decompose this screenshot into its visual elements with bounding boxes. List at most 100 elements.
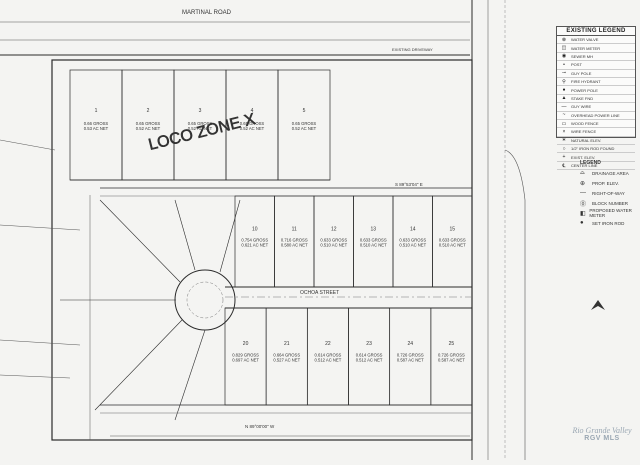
lot-number: 21 xyxy=(284,341,290,347)
lot-number: 4 xyxy=(251,108,254,114)
legend-label: FIRE HYDRANT xyxy=(571,79,601,85)
legend-existing-row: + EXIST. ELEV. xyxy=(557,153,635,162)
lot-number: 2 xyxy=(147,108,150,114)
lot-number: 24 xyxy=(407,341,413,347)
legend-symbol-icon: ▭ xyxy=(561,120,567,127)
lot-net: 0.52 AC NET xyxy=(240,126,265,131)
legend-existing-row: ○ 1/2" IRON ROD FOUND xyxy=(557,145,635,154)
radial-lot-lines xyxy=(60,199,241,421)
lot-net: 0.527 AC NET xyxy=(273,358,300,363)
lot-number: 3 xyxy=(199,108,202,114)
lot-gross: 0.726 GROSS xyxy=(438,353,465,358)
lot-gross: 0.614 GROSS xyxy=(356,353,383,358)
lot-gross: 0.633 GROSS xyxy=(320,238,347,243)
legend-proposed-row: — RIGHT-OF-WAY xyxy=(580,188,636,198)
legend-existing-row: ⊗WATER VALVE xyxy=(557,36,635,45)
lot-net: 0.587 AC NET xyxy=(397,358,424,363)
lot-number: 12 xyxy=(331,227,337,233)
north-arrow xyxy=(591,300,605,310)
lot-number: 10 xyxy=(252,227,258,233)
lot-net: 0.587 AC NET xyxy=(438,358,465,363)
legend-existing-row: ▭ WOOD FENCE xyxy=(557,120,635,129)
lot-number: 5 xyxy=(303,108,306,114)
existing-legend: EXISTING LEGEND ⊗WATER VALVE◫WATER METER… xyxy=(556,26,636,171)
lot-gross: 0.614 GROSS xyxy=(315,353,342,358)
legend-label: SET IRON ROD xyxy=(592,220,625,226)
legend-symbol-icon: ● xyxy=(562,87,566,94)
legend-existing-row: ◫WATER METER xyxy=(557,44,635,53)
lot-net: 0.512 AC NET xyxy=(315,358,342,363)
lot-net: 0.52 AC NET xyxy=(188,126,213,131)
legend-symbol-icon: ⚲ xyxy=(562,78,566,85)
legend-existing-row: ◉SEWER MH xyxy=(557,53,635,62)
legend-label: WOOD FENCE xyxy=(571,121,599,127)
legend-label: OVERHEAD POWER LINE xyxy=(571,112,620,118)
legend-label: PROP. ELEV. xyxy=(592,180,620,186)
property-boundary xyxy=(51,59,473,441)
lot-number: 13 xyxy=(370,227,376,233)
proposed-legend: LEGEND ⌓DRAINAGE AREA⊕PROP. ELEV.—RIGHT-… xyxy=(580,160,636,228)
legend-existing-row: ▲STAKE FND xyxy=(557,95,635,104)
legend-symbol-icon: ◫ xyxy=(561,45,567,52)
lot-gross: 0.65 GROSS xyxy=(292,121,317,126)
legend-label: NATURAL ELEV. xyxy=(571,137,602,143)
lot-net: 0.580 AC NET xyxy=(281,243,308,248)
legend-existing-row: ●POWER POLE xyxy=(557,86,635,95)
street-label: OCHOA STREET xyxy=(300,290,339,296)
existing-legend-title: EXISTING LEGEND xyxy=(557,27,635,36)
legend-symbol-icon: ○ xyxy=(562,145,566,152)
legend-symbol-icon: ◉ xyxy=(561,53,567,60)
road-curve xyxy=(504,149,526,460)
cul-de-sac-inner xyxy=(186,281,224,319)
lot-gross: 0.65 GROSS xyxy=(188,121,213,126)
legend-symbol-icon: + xyxy=(562,154,566,161)
legend-label: DRAINAGE AREA xyxy=(592,170,629,176)
legend-label: EXIST. ELEV. xyxy=(571,154,596,160)
mls-watermark: Rio Grande Valley RGV MLS xyxy=(568,426,636,456)
lot-gross: 0.716 GROSS xyxy=(281,238,308,243)
legend-existing-row: ×WIRE FENCE xyxy=(557,128,635,137)
road-top-label: MARTINAL ROAD xyxy=(182,10,232,16)
legend-symbol-icon: ● xyxy=(580,220,584,226)
lot-net: 0.52 AC NET xyxy=(292,126,317,131)
legend-symbol-icon: ◧ xyxy=(580,210,586,217)
legend-existing-row: ∗ NATURAL ELEV. xyxy=(557,137,635,146)
lot-gross: 0.633 GROSS xyxy=(439,238,466,243)
lot-net: 0.510 AC NET xyxy=(360,243,387,248)
lot-gross: 0.65 GROSS xyxy=(136,121,161,126)
lot-number: 20 xyxy=(243,341,249,347)
legend-label: WATER VALVE xyxy=(571,37,599,43)
legend-symbol-icon: — xyxy=(580,190,586,196)
legend-existing-row: ~ OVERHEAD POWER LINE xyxy=(557,112,635,120)
lot-number: 1 xyxy=(95,108,98,114)
lot-number: 25 xyxy=(449,341,455,347)
legend-symbol-icon: • xyxy=(563,61,565,68)
watermark-brand: Rio Grande Valley xyxy=(572,426,632,435)
legend-symbol-icon: ⌓ xyxy=(580,169,585,176)
legend-label: 1/2" IRON ROD FOUND xyxy=(571,146,615,152)
legend-label: CENTER LINE xyxy=(571,163,598,169)
legend-symbol-icon: ∗ xyxy=(561,137,567,144)
legend-label: RIGHT-OF-WAY xyxy=(592,190,625,196)
legend-label: BLOCK NUMBER xyxy=(592,200,629,206)
legend-symbol-icon: ~ xyxy=(562,112,566,119)
lot-number: 11 xyxy=(292,227,297,233)
lot-net: 0.697 AC NET xyxy=(232,358,259,363)
bearing-bottom: N 89°00'00" W xyxy=(245,424,275,429)
lot-net: 0.510 AC NET xyxy=(320,243,347,248)
existing-driveway-label: EXISTING DRIVEWAY xyxy=(392,47,433,52)
legend-symbol-icon: ⊕ xyxy=(580,180,586,187)
lot-net: 0.52 AC NET xyxy=(136,126,161,131)
legend-proposed-row: ● SET IRON ROD xyxy=(580,218,636,228)
lot-net: 0.512 AC NET xyxy=(356,358,383,363)
legend-symbol-icon: × xyxy=(562,128,566,135)
legend-label: GUY WIRE xyxy=(571,104,592,110)
lot-net: 0.510 AC NET xyxy=(439,243,466,248)
lot-number: 14 xyxy=(410,227,416,233)
watermark-sub: RGV MLS xyxy=(584,435,620,442)
legend-proposed-row: ⊕ PROP. ELEV. xyxy=(580,178,636,188)
